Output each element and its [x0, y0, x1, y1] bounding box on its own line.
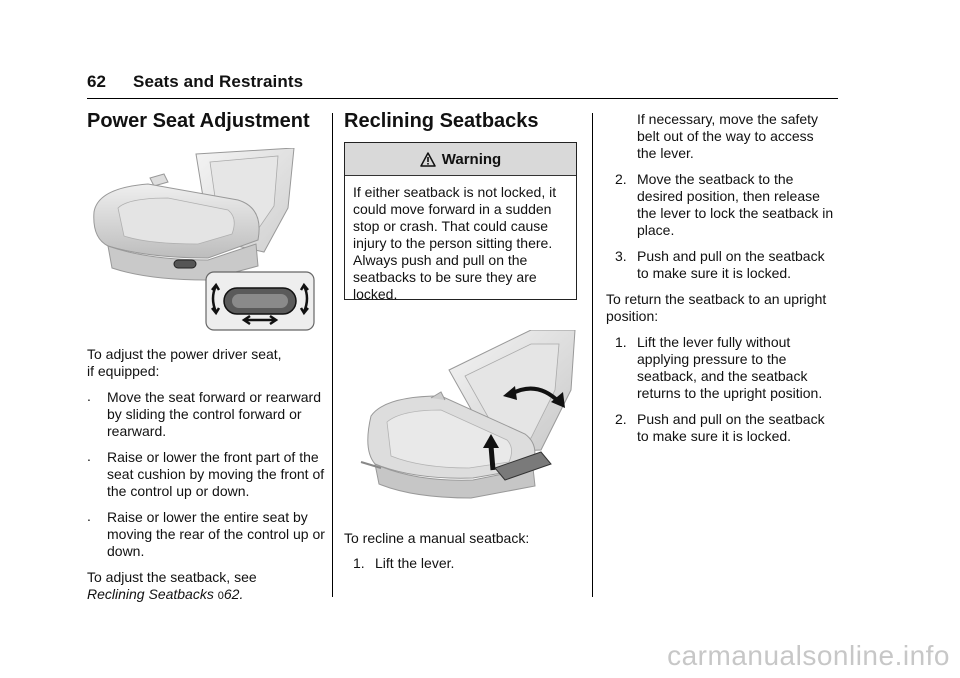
step-text: Move the seatback to the desired positio… [637, 171, 834, 238]
warning-text: If either seatback is not locked, it cou… [353, 184, 557, 302]
watermark: carmanualsonline.info [667, 640, 950, 671]
step-number: 1. [353, 555, 365, 571]
bullet-text: Raise or lower the front part of the sea… [107, 449, 325, 499]
step-text: Lift the lever. [375, 555, 455, 571]
step-item: 3. Push and pull on the seatback to make… [606, 248, 834, 282]
right-column: If necessary, move the safety belt out o… [606, 111, 834, 445]
bullet-item: . Raise or lower the front part of the s… [87, 448, 327, 500]
warning-header: Warning [345, 143, 576, 176]
power-seat-intro-line1: To adjust the power driver seat, [87, 346, 282, 362]
recline-text: To recline a manual seatback: 1. Lift th… [344, 530, 584, 572]
bullet-item: . Raise or lower the entire seat by movi… [87, 508, 327, 560]
page-header: 62 Seats and Restraints [87, 72, 303, 92]
warning-box: Warning If either seatback is not locked… [344, 142, 577, 302]
step-number: 2. [615, 171, 627, 187]
header-rule [87, 98, 838, 99]
column-divider-left [332, 113, 333, 597]
section-title: Seats and Restraints [133, 72, 304, 91]
step-text: Push and pull on the seatback to make su… [637, 248, 825, 281]
page-number: 62 [87, 72, 107, 91]
upright-intro: To return the seatback to an upright pos… [606, 291, 827, 324]
upright-step-item: 1. Lift the lever fully without applying… [606, 334, 834, 402]
power-seat-heading: Power Seat Adjustment [87, 110, 310, 132]
step-number: 3. [615, 248, 627, 264]
reclining-seatbacks-link[interactable]: Reclining Seatbacks [87, 586, 214, 602]
bullet-symbol: . [87, 448, 91, 464]
power-seat-intro-line2: if equipped: [87, 363, 160, 379]
recline-intro: To recline a manual seatback: [344, 530, 530, 546]
step-number: 2. [615, 411, 627, 427]
step-number: 1. [615, 334, 627, 350]
reclining-seatbacks-heading: Reclining Seatbacks [344, 110, 539, 132]
bullet-symbol: . [87, 508, 91, 524]
bullet-symbol: . [87, 388, 91, 404]
step-item: 1. Lift the lever. [344, 555, 584, 572]
upright-step-item: 2. Push and pull on the seatback to make… [606, 411, 834, 445]
page-ref-number: 62. [223, 586, 244, 602]
power-seat-illustration [93, 148, 315, 331]
seatback-ref-line1: To adjust the seatback, see [87, 569, 257, 585]
left-column: Power Seat Adjustment [87, 108, 327, 134]
reclining-seat-illustration [360, 330, 576, 499]
warning-triangle-icon [420, 151, 436, 167]
middle-column: Reclining Seatbacks [344, 108, 584, 134]
warning-title: Warning [441, 150, 502, 168]
bullet-item: . Move the seat forward or rearward by s… [87, 388, 327, 440]
step-continuation: If necessary, move the safety belt out o… [637, 111, 819, 161]
step-text: Lift the lever fully without applying pr… [637, 334, 823, 401]
bullet-text: Move the seat forward or rearward by sli… [107, 389, 321, 439]
seatback-cross-reference[interactable]: Reclining Seatbacks 062. [87, 586, 327, 605]
step-item: 2. Move the seatback to the desired posi… [606, 171, 834, 239]
step-text: Push and pull on the seatback to make su… [637, 411, 825, 444]
page-ref-arrow-icon: 0 [217, 590, 224, 602]
power-seat-text: To adjust the power driver seat, if equi… [87, 346, 327, 605]
column-divider-right [592, 113, 593, 597]
bullet-text: Raise or lower the entire seat by moving… [107, 509, 325, 559]
